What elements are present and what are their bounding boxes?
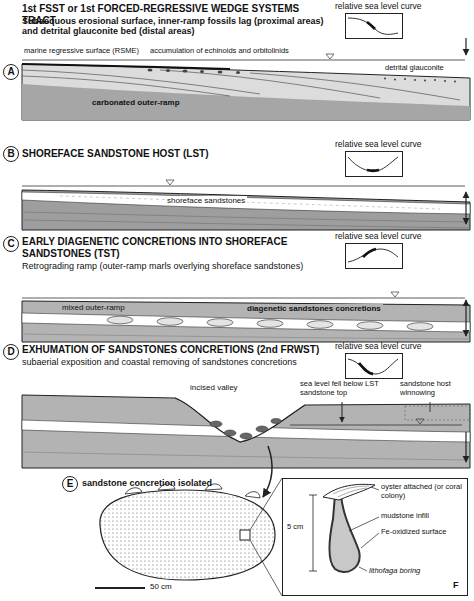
concretion-e xyxy=(95,478,282,596)
panel-subtitle: Retrograding ramp (outer-ramp marls over… xyxy=(22,261,332,271)
panel-c-section xyxy=(22,292,470,342)
panel-letter: A xyxy=(3,64,19,80)
sea-level-curve xyxy=(345,353,403,379)
sea-level-curve xyxy=(345,243,403,269)
surface-label: marine regressive surface (RSME) xyxy=(24,47,139,56)
panel-a-section xyxy=(22,38,470,120)
facies-label: detrital glauconite xyxy=(385,64,444,73)
callout-label: lithofaga boring xyxy=(369,567,420,576)
dimension-label: 5 cm xyxy=(287,523,303,532)
note-label: sandstone host winnowing xyxy=(400,380,464,397)
panel-b-section xyxy=(22,180,470,230)
panel-letter: B xyxy=(3,146,19,162)
panel-letter: D xyxy=(3,344,19,360)
sea-level-curve-box: relative sea level curve xyxy=(335,140,424,177)
callout-label: mudstone infill xyxy=(381,512,429,521)
panel-title: EARLY DIAGENETIC CONCRETIONS INTO SHOREF… xyxy=(22,236,332,259)
panel-title: SHOREFACE SANDSTONE HOST (LST) xyxy=(22,148,327,160)
feature-label: incised valley xyxy=(190,383,238,392)
panel-letter: F xyxy=(453,580,459,590)
facies-label: mixed outer-ramp xyxy=(60,303,127,312)
curve-label: relative sea level curve xyxy=(335,342,424,352)
sea-level-curve xyxy=(345,151,403,177)
curve-label: relative sea level curve xyxy=(335,232,424,242)
panel-letter: E xyxy=(62,476,78,492)
callout-label: oyster attached (or coral colony) xyxy=(381,483,465,500)
facies-label: carbonated outer-ramp xyxy=(90,98,182,107)
sea-level-curve-box: relative sea level curve xyxy=(335,342,424,379)
callout-label: Fe-oxidized surface xyxy=(381,528,446,537)
fossil-label: accumulation of echinoids and orbitolini… xyxy=(150,47,289,56)
facies-label: diagenetic sandstones concretions xyxy=(245,304,383,313)
sea-level-curve-box: relative sea level curve xyxy=(335,232,424,269)
detail-box: Foyster attached (or coral colony) mudsto… xyxy=(282,478,468,596)
panel-letter: C xyxy=(3,236,19,252)
curve-label: relative sea level curve xyxy=(335,140,424,150)
note-label: sea level fell below LST sandstone top xyxy=(300,380,385,397)
sea-level-curve xyxy=(345,13,403,39)
panel-title: EXHUMATION OF SANDSTONES CONCRETIONS (2n… xyxy=(22,344,332,356)
sea-level-curve-box: relative sea level curve xyxy=(335,2,424,39)
scale-label: 50 cm xyxy=(150,582,172,591)
panel-subtitle: Subaequous erosional surface, inner-ramp… xyxy=(22,16,327,37)
panel-title: sandstone concretion isolated xyxy=(82,478,212,488)
panel-subtitle: subaerial exposition and coastal removin… xyxy=(22,357,332,367)
facies-label: shoreface sandstones xyxy=(165,196,247,205)
curve-label: relative sea level curve xyxy=(335,2,424,12)
